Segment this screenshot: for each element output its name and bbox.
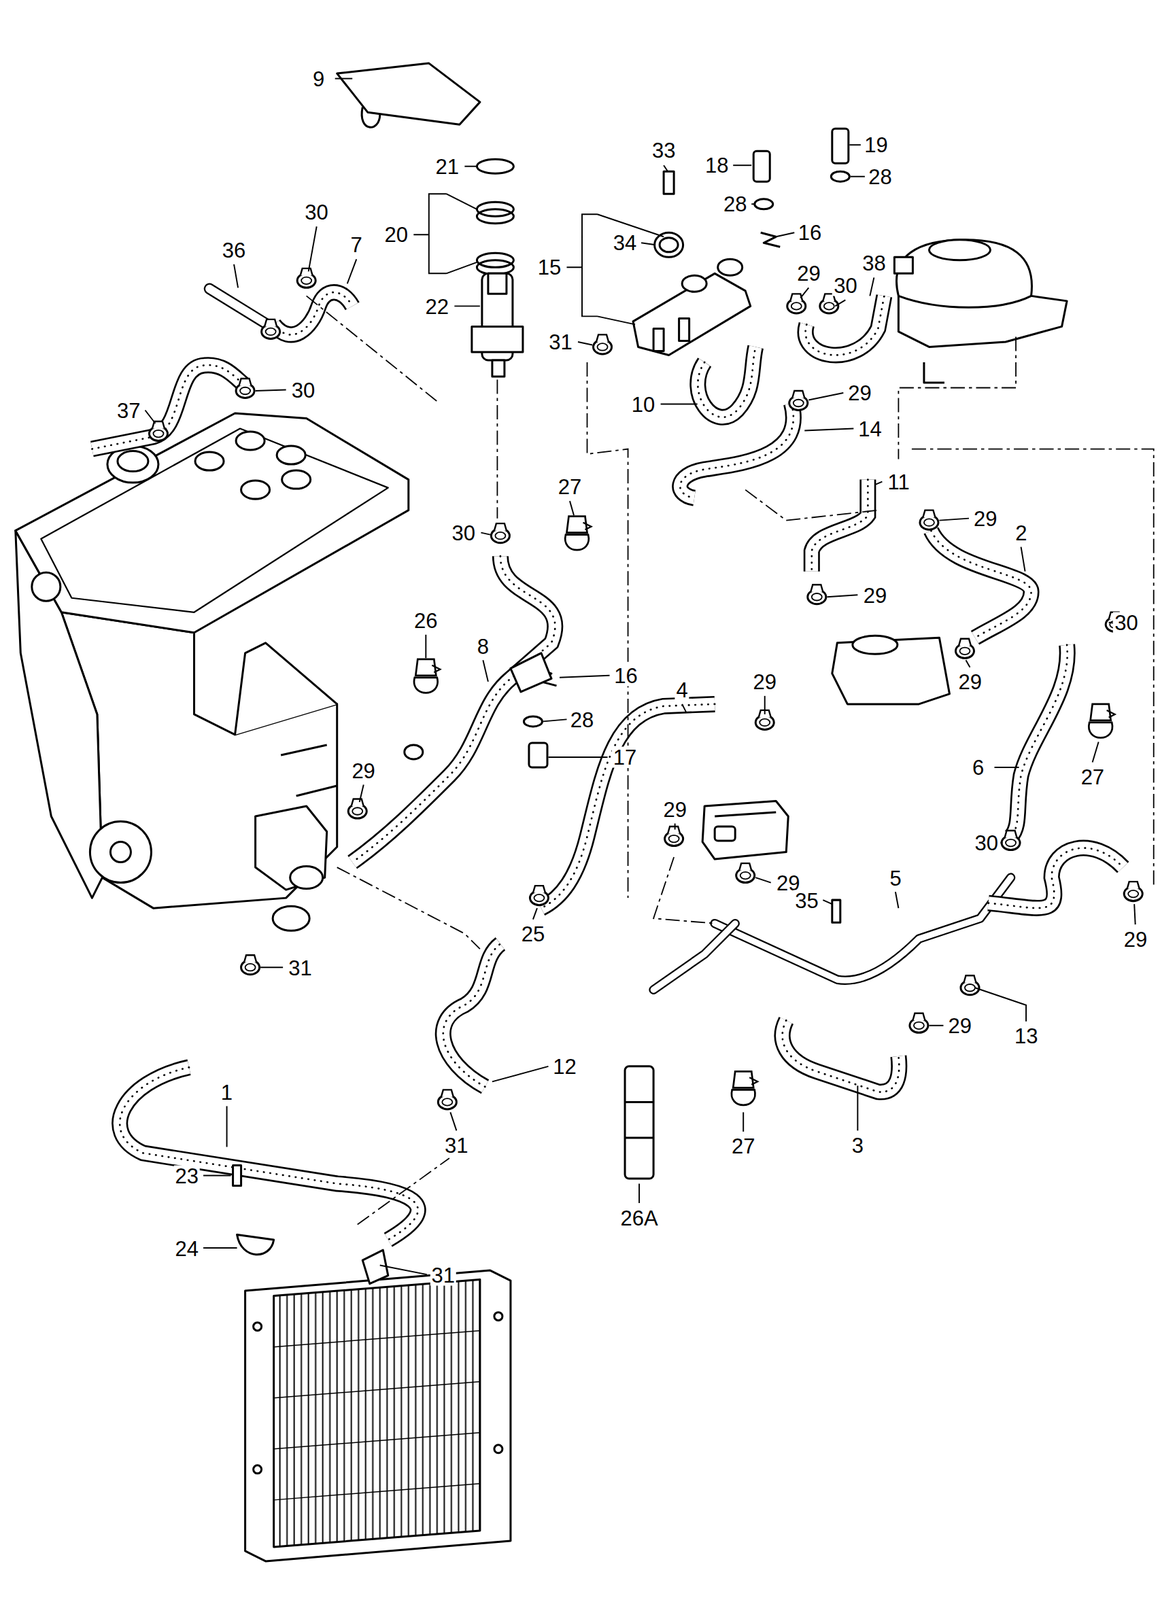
callout-number: 29: [846, 382, 873, 404]
callout-number: 29: [795, 263, 822, 285]
callout-number: 1: [219, 1081, 234, 1103]
callout-number: 23: [174, 1166, 200, 1188]
callout-number: 25: [520, 924, 547, 946]
callout-number: 3: [850, 1134, 865, 1156]
callout-number: 14: [856, 418, 883, 440]
callout-number: 27: [730, 1136, 757, 1158]
callout-number: 17: [611, 747, 638, 769]
callout-number: 30: [303, 201, 330, 224]
callout-number: 36: [220, 239, 247, 261]
callout-number: 4: [675, 679, 690, 702]
callout-number: 30: [450, 522, 477, 544]
callout-number: 27: [556, 476, 583, 498]
callout-number: 28: [722, 193, 748, 215]
callout-number: 11: [885, 471, 911, 493]
callout-number: 24: [174, 1238, 200, 1260]
callout-number: 8: [475, 635, 491, 657]
callout-number: 37: [115, 399, 142, 421]
callout-number: 35: [793, 890, 820, 912]
callout-number: 29: [972, 507, 999, 530]
callout-number: 16: [796, 222, 823, 244]
callout-number: 31: [286, 957, 313, 979]
callout-number: 31: [443, 1134, 470, 1156]
callout-number: 7: [348, 234, 364, 256]
callout-number: 28: [866, 165, 893, 187]
callout-number: 16: [612, 665, 639, 687]
callout-number: 29: [946, 1015, 973, 1037]
callout-number: 30: [1113, 612, 1139, 634]
callout-number: 31: [547, 331, 574, 353]
callout-number: 31: [430, 1264, 457, 1286]
callout-number: 5: [888, 867, 903, 889]
callout-number: 26: [412, 610, 439, 632]
callout-number: 13: [1013, 1026, 1039, 1048]
callout-number: 30: [973, 832, 999, 855]
callout-number: 2: [1013, 522, 1029, 544]
callout-number: 28: [569, 709, 595, 731]
callout-number: 19: [862, 134, 889, 156]
callout-number: 29: [752, 671, 778, 693]
callout-number: 15: [536, 257, 563, 279]
callout-number: 22: [424, 295, 451, 317]
callout-number: 30: [290, 379, 317, 401]
callout-number: 18: [703, 155, 730, 177]
callout-number: 38: [860, 252, 887, 275]
callout-number: 29: [862, 584, 889, 606]
callout-number: 30: [832, 275, 859, 297]
callout-number: 29: [661, 798, 688, 821]
callout-number: 21: [434, 155, 461, 177]
callout-number: 29: [1122, 928, 1149, 950]
callout-number: 34: [611, 232, 638, 254]
callout-number: 26A: [619, 1207, 660, 1229]
callout-number: 33: [650, 139, 677, 161]
callout-number: 12: [551, 1056, 578, 1078]
callout-number: 6: [970, 757, 986, 779]
callout-number: 29: [350, 760, 377, 782]
callout-number: 29: [956, 671, 983, 693]
callout-number: 9: [311, 67, 326, 90]
callout-number: 27: [1079, 766, 1106, 788]
callout-number: 20: [382, 224, 409, 246]
callout-number: 10: [630, 393, 657, 415]
